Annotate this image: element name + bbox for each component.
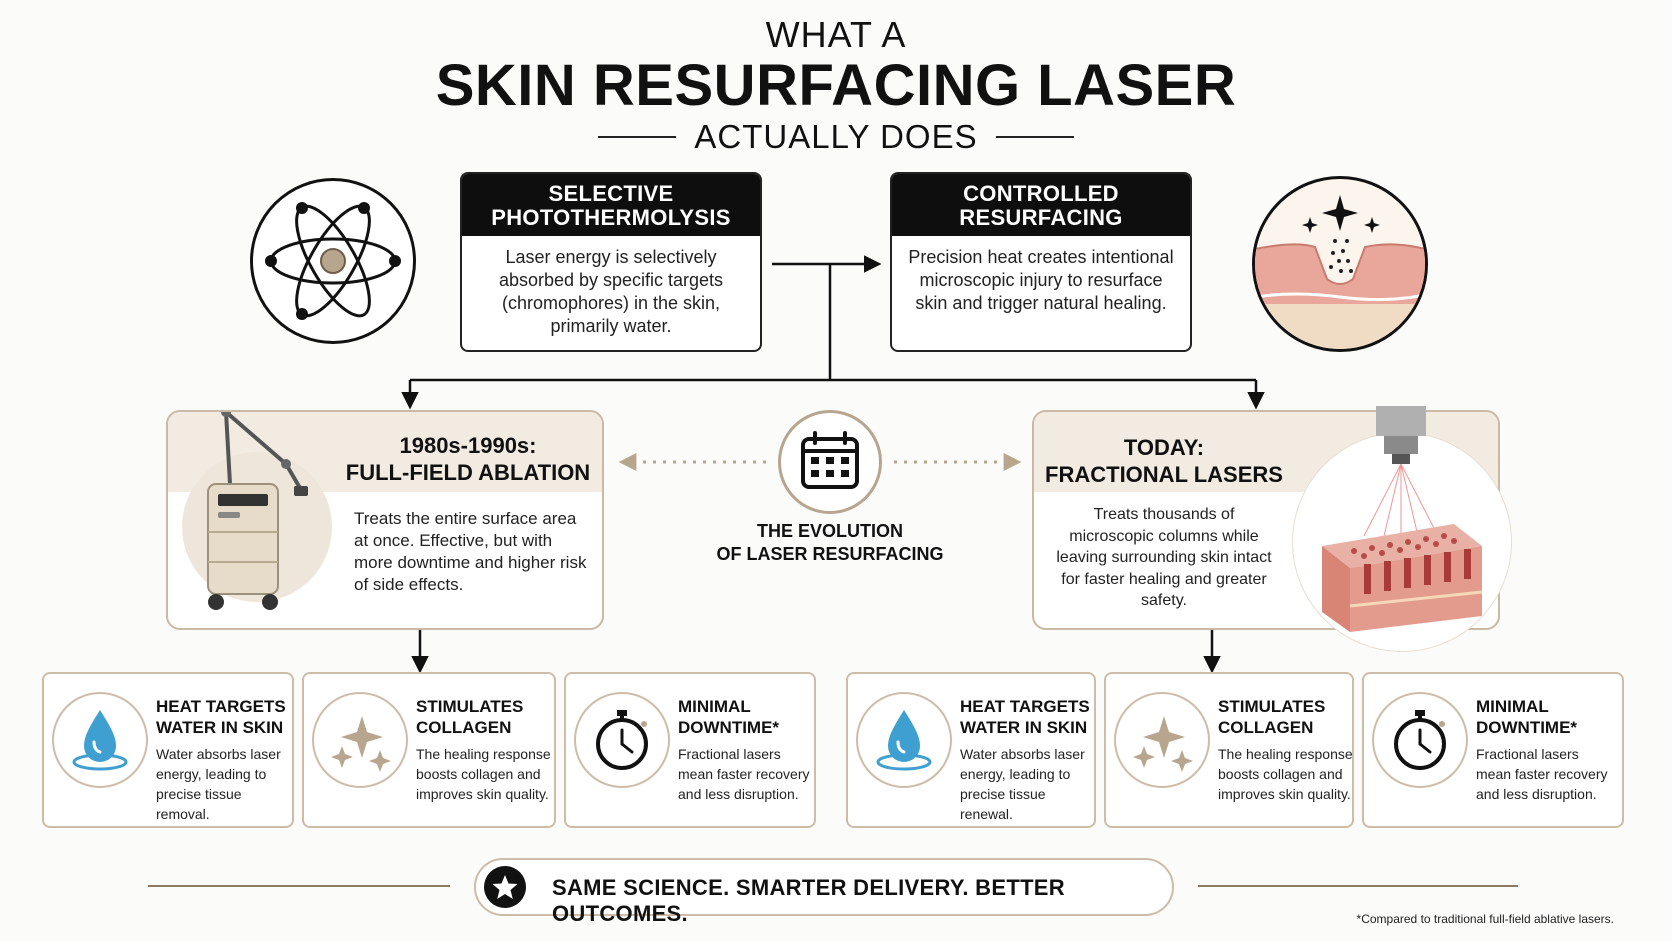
title-line-1: WHAT A <box>765 14 907 55</box>
tagline-banner: SAME SCIENCE. SMARTER DELIVERY. BETTER O… <box>474 858 1174 926</box>
era-title: TODAY: FRACTIONAL LASERS <box>1045 435 1283 487</box>
water-drop-icon <box>856 692 952 788</box>
feature-body: Fractional lasers mean faster recovery a… <box>1476 746 1608 802</box>
title-line-2: SKIN RESURFACING LASER <box>435 53 1237 118</box>
feature-body: The healing response boosts collagen and… <box>1218 746 1353 802</box>
concept-body: Precision heat creates intentional micro… <box>908 247 1174 313</box>
title-rule-left <box>598 136 676 138</box>
concept-heading: CONTROLLED RESURFACING <box>892 174 1190 236</box>
title-rule-right <box>996 136 1074 138</box>
sparkle-icon <box>1114 692 1210 788</box>
era-card-full-field: 1980s-1990s: FULL-FIELD ABLATION Treats … <box>166 410 604 630</box>
stopwatch-icon <box>1372 692 1468 788</box>
concept-body: Laser energy is selectively absorbed by … <box>498 247 724 336</box>
footnote: *Compared to traditional full-field abla… <box>1356 912 1614 926</box>
tagline-text: SAME SCIENCE. SMARTER DELIVERY. BETTER O… <box>552 875 1065 926</box>
title-line-3: ACTUALLY DOES <box>694 118 978 155</box>
feature-body: Fractional lasers mean faster recovery a… <box>678 746 810 802</box>
era-title: 1980s-1990s: FULL-FIELD ABLATION <box>345 433 591 485</box>
calendar-icon <box>778 410 882 514</box>
atom-icon <box>250 178 416 344</box>
era-card-fractional: TODAY: FRACTIONAL LASERS Treats thousand… <box>1032 406 1512 652</box>
fractional-laser-icon <box>1322 406 1483 632</box>
star-icon <box>484 866 526 908</box>
feature-body: Water absorbs laser energy, leading to p… <box>960 746 1085 822</box>
evolution-label: THE EVOLUTION OF LASER RESURFACING <box>716 521 944 564</box>
feature-body: Water absorbs laser energy, leading to p… <box>156 746 281 822</box>
era-body: Treats thousands of microscopic columns … <box>1056 506 1272 609</box>
stopwatch-icon <box>574 692 670 788</box>
skin-cross-section-icon <box>1252 176 1428 352</box>
era-body: Treats the entire surface area at once. … <box>354 509 587 594</box>
sparkle-icon <box>312 692 408 788</box>
water-drop-icon <box>52 692 148 788</box>
feature-body: The healing response boosts collagen and… <box>416 746 551 802</box>
concept-card-resurfacing: CONTROLLED RESURFACING Precision heat cr… <box>890 172 1192 352</box>
concept-heading: SELECTIVE PHOTOTHERMOLYSIS <box>462 174 760 236</box>
laser-machine-icon <box>207 412 308 610</box>
concept-card-photothermolysis: SELECTIVE PHOTOTHERMOLYSIS Laser energy … <box>460 172 762 352</box>
